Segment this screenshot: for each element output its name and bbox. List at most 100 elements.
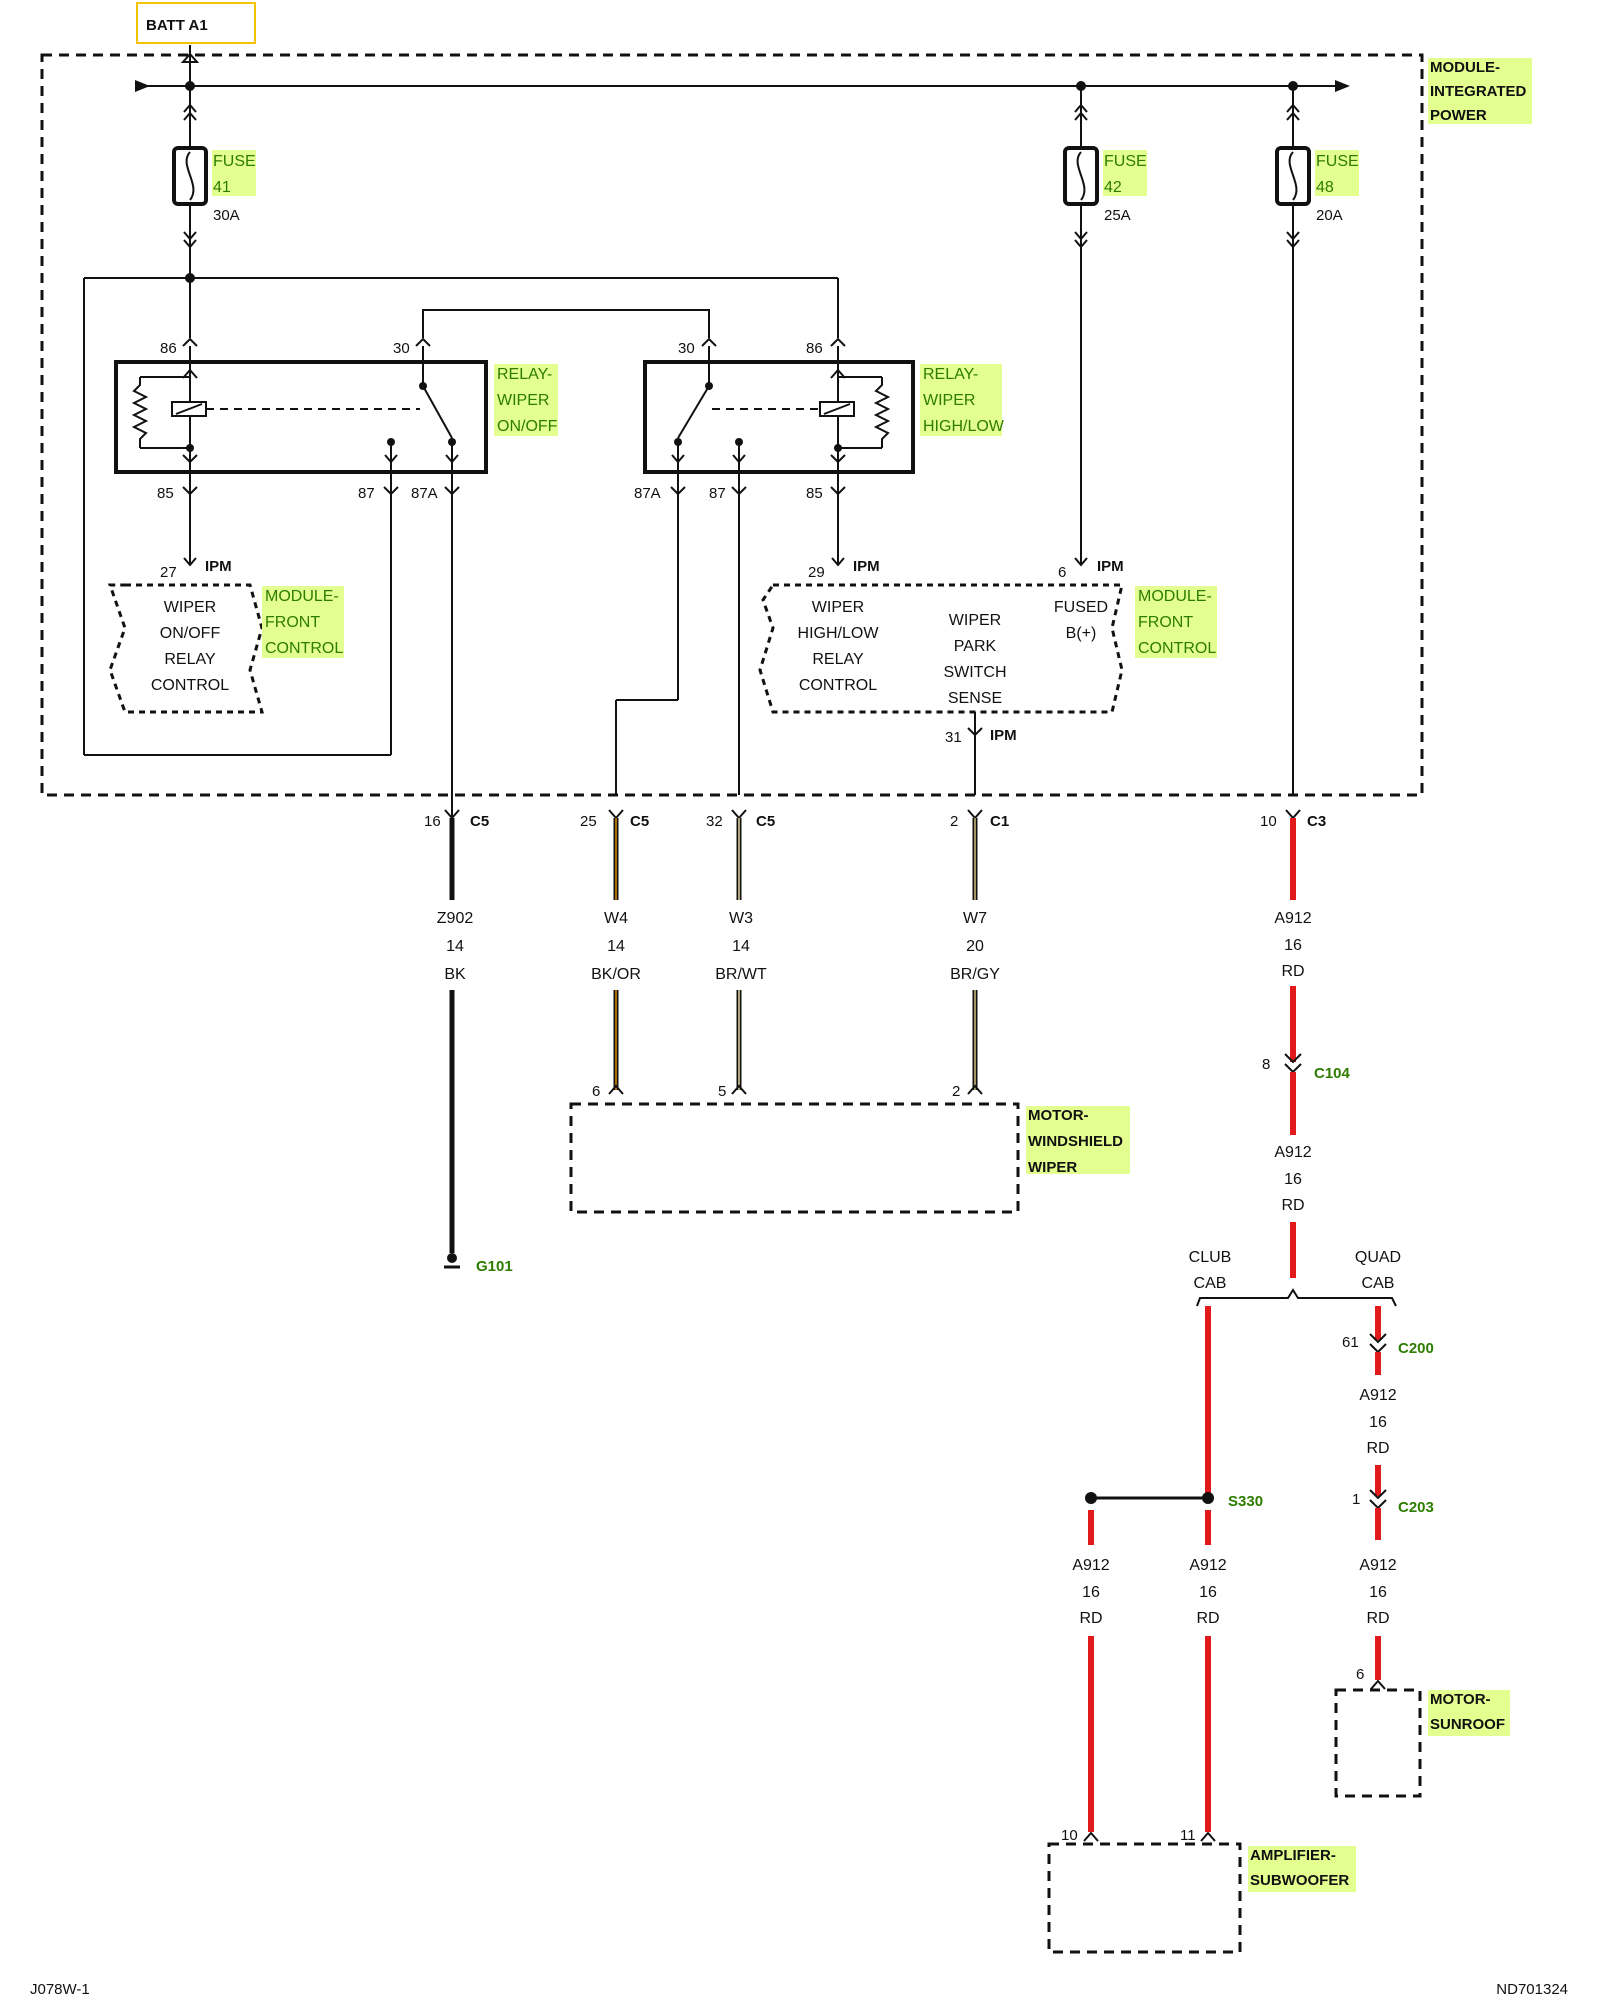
c3-10-name: C3 [1307, 813, 1326, 830]
onoff-pin-86: 86 [160, 340, 177, 357]
fcm-left-text-1: WIPER [164, 599, 216, 616]
fcm-right-label-1: MODULE- [1138, 588, 1212, 605]
fuse-48-rating: 20A [1316, 207, 1343, 224]
highlow-pin-85: 85 [806, 485, 823, 502]
fcm-right-c2-1: WIPER [949, 612, 1001, 629]
connector-c3-10 [1285, 809, 1301, 820]
wire-w3-color: BR/WT [715, 966, 767, 983]
sunroof-label-2: SUNROOF [1430, 1716, 1505, 1733]
ipm-tag-31: IPM [990, 727, 1017, 744]
amplifier-label-1: AMPLIFIER- [1250, 1847, 1336, 1864]
branch-right-2: CAB [1362, 1275, 1395, 1292]
fcm-left-boundary [107, 583, 264, 714]
branch-left-1: CLUB [1189, 1249, 1232, 1266]
a912-2-color: RD [1281, 1197, 1304, 1214]
c5-16-pin: 16 [424, 813, 441, 830]
relay-wiper-onoff [114, 337, 488, 474]
wire-w3-gauge: 14 [732, 938, 750, 955]
batt-label: BATT A1 [146, 17, 208, 34]
fcm-right-c1-2: HIGH/LOW [798, 625, 880, 642]
batt-box [136, 2, 256, 44]
sunroof-label-1: MOTOR- [1430, 1691, 1491, 1708]
c200-pin: 61 [1342, 1334, 1359, 1351]
fuse-41-label: FUSE [213, 153, 256, 170]
wire-z902-color: BK [444, 966, 466, 983]
ipm-pin-31: 31 [945, 729, 962, 746]
amp-pin-10: 10 [1061, 1827, 1078, 1844]
amplifier-label-2: SUBWOOFER [1250, 1872, 1349, 1889]
fcm-left-text-2: ON/OFF [160, 625, 221, 642]
wire-w4-color: BK/OR [591, 966, 641, 983]
splice-label: S330 [1228, 1493, 1263, 1510]
c5-32-pin: 32 [706, 813, 723, 830]
wire-a912-circuit: A912 [1274, 910, 1311, 927]
ipm-tag-29: IPM [853, 558, 880, 575]
c200-name: C200 [1398, 1340, 1434, 1357]
sunroof-pin: 6 [1356, 1666, 1364, 1683]
wire-w7-circuit: W7 [963, 910, 987, 927]
fcm-right-label-3: CONTROL [1138, 640, 1216, 657]
fuse-42 [1063, 86, 1099, 565]
a912-3-color: RD [1366, 1440, 1389, 1457]
amp-pin-11: 11 [1180, 1827, 1196, 1844]
c203-name: C203 [1398, 1499, 1434, 1516]
footer-left: J078W-1 [30, 1981, 90, 1998]
ipm-label-2: INTEGRATED [1430, 83, 1527, 100]
wiper-motor-label-1: MOTOR- [1028, 1107, 1089, 1124]
c1-2-name: C1 [990, 813, 1009, 830]
highlow-label-2: WIPER [923, 392, 975, 409]
a912-left-gauge: 16 [1082, 1584, 1100, 1601]
fcm-right-c2-3: SWITCH [943, 664, 1006, 681]
highlow-label-1: RELAY- [923, 366, 978, 383]
motor-pin-6: 6 [592, 1083, 600, 1100]
ipm-highlight [1428, 58, 1532, 124]
wiper-motor-label-3: WIPER [1028, 1159, 1077, 1176]
wire-z902-gauge: 14 [446, 938, 464, 955]
c104-name: C104 [1314, 1065, 1351, 1082]
bus-right-arrow [1335, 80, 1350, 92]
a912-3-gauge: 16 [1369, 1414, 1387, 1431]
fuse-41-rating: 30A [213, 207, 240, 224]
fcm-right-c1-4: CONTROL [799, 677, 877, 694]
sunroof-boundary [1334, 1688, 1422, 1798]
ipm-boundary [40, 53, 1424, 797]
relay-wiper-highlow [643, 337, 915, 474]
highlow-pin-87a: 87A [634, 485, 661, 502]
fcm-right-c2-4: SENSE [948, 690, 1002, 707]
highlow-pin-87: 87 [709, 485, 726, 502]
fcm-right-c1-1: WIPER [812, 599, 864, 616]
footer-right: ND701324 [1496, 1981, 1568, 1998]
fuse-48-num: 48 [1316, 179, 1334, 196]
a912-left-color: RD [1079, 1610, 1102, 1627]
connector-c5-32 [731, 809, 747, 820]
fcm-right-c3-1: FUSED [1054, 599, 1108, 616]
fcm-left-text-3: RELAY [164, 651, 216, 668]
a912-4-color: RD [1366, 1610, 1389, 1627]
wiper-motor-label-2: WINDSHIELD [1028, 1133, 1123, 1150]
fuse-42-label: FUSE [1104, 153, 1147, 170]
relay-30-bridge [422, 309, 710, 338]
branch-right-1: QUAD [1355, 1249, 1401, 1266]
a912-4-circuit: A912 [1359, 1557, 1396, 1574]
highlow-pin-30: 30 [678, 340, 695, 357]
fcm-left-text-4: CONTROL [151, 677, 229, 694]
amplifier-boundary [1047, 1842, 1242, 1954]
fuse-48 [1275, 86, 1311, 795]
branch-left-2: CAB [1194, 1275, 1227, 1292]
wire-a912-gauge: 16 [1284, 937, 1302, 954]
ipm-pin-27: 27 [160, 564, 177, 581]
ipm-tag-27: IPM [205, 558, 232, 575]
onoff-label-1: RELAY- [497, 366, 552, 383]
connector-c5-16 [444, 795, 460, 820]
fcm-right-c2-2: PARK [954, 638, 997, 655]
fcm-right-label-2: FRONT [1138, 614, 1193, 631]
c203-pin: 1 [1352, 1491, 1360, 1508]
fcm-right-c1-3: RELAY [812, 651, 864, 668]
fcm-left-label-3: CONTROL [265, 640, 343, 657]
motor-pin-5: 5 [718, 1083, 726, 1100]
fcm-left-label-2: FRONT [265, 614, 320, 631]
fuse-48-label: FUSE [1316, 153, 1359, 170]
bus-left-arrow [135, 80, 150, 92]
ipm-pin-6: 6 [1058, 564, 1066, 581]
cab-branch [1196, 1288, 1397, 1307]
